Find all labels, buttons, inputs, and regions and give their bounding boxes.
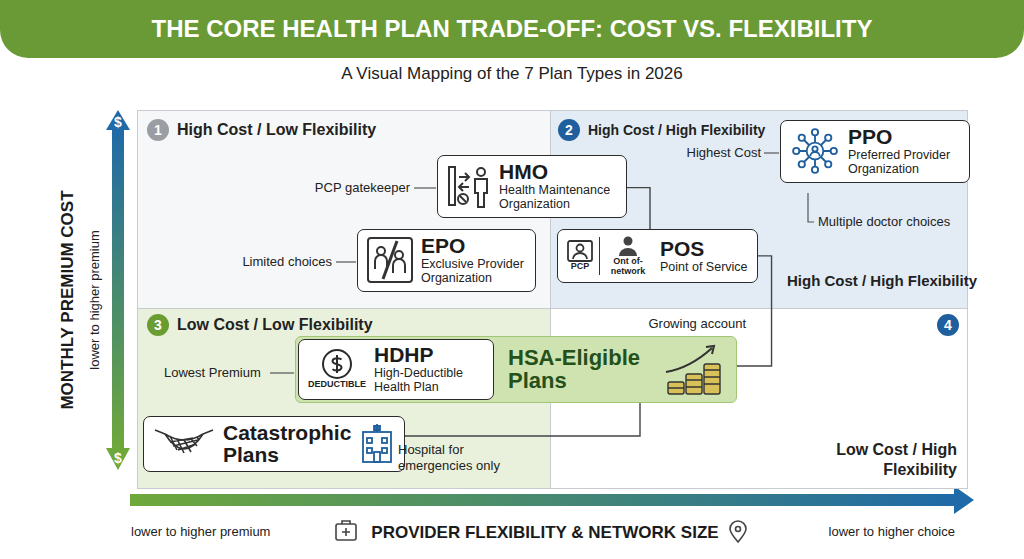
text-group: POSPoint of Service [660,238,748,274]
hammock-icon-holder [153,424,215,464]
connector [405,403,640,436]
axis-subtitle: lower to higher premium [131,524,270,539]
hospital-icon [359,424,395,464]
coins-icon-holder [662,342,726,396]
connector-label: Hospital for emergencies only [398,442,510,473]
hmo-icon-holder [447,163,491,209]
x-arrow-head [954,486,974,514]
quadrant-number: 3 [147,314,169,336]
plan-box: Catastrophic Plans [143,416,405,472]
connector-line [405,403,640,436]
plan-name: POS [660,238,704,260]
plan-name: HMO [499,161,548,183]
dollar-icon-holder [321,348,353,380]
plan-box: PCP Ont of-network POSPoint of Service [557,229,758,283]
network-icon [790,126,840,176]
medical-kit-icon [336,521,356,540]
axis-symbol: $ [114,114,122,130]
hsa-band: DEDUCTIBLE HDHPHigh-Deductible Health Pla… [295,336,737,403]
text-group: DEDUCTIBLE [308,348,366,390]
connector [627,188,650,229]
dollar-icon [321,348,353,380]
band-title: HSA-Eligible Plans [508,346,648,392]
axis-subtitle: lower to higher choice [829,524,955,539]
axis-symbol: $ [114,450,122,466]
text-group: EPOExclusive Provider Organization [421,235,526,286]
plan-box: DEDUCTIBLE HDHPHigh-Deductible Health Pla… [298,339,494,400]
quadrant-number: 2 [558,119,580,141]
leader-line [808,193,814,222]
axis-subtitle: lower to higher premium [87,230,102,369]
network-icon-holder [790,126,840,176]
quadrant-title: High Cost / Low Flexibility [177,121,376,139]
plan-box: EPOExclusive Provider Organization [357,229,536,292]
epo-icon [367,237,413,283]
x-axis-bar [130,494,956,506]
callout-text: Lowest Premium [164,365,261,380]
callout-text: Highest Cost [687,145,761,160]
quadrant-title: Low Cost / High Flexibility [817,440,957,480]
epo-icon-holder [367,237,413,283]
callout-text: Limited choices [242,254,332,269]
title-banner: THE CORE HEALTH PLAN TRADE-OFF: COST VS.… [0,0,1024,58]
icon-caption: PCP [571,262,590,272]
text-group: PCP [567,240,593,272]
icon-caption: Ont of-network [606,257,650,277]
map-pin-icon [730,521,746,542]
person-icon-holder [617,235,639,257]
text-group: HMOHealth Maintenance Organization [499,161,617,212]
plan-full-name: Point of Service [660,260,748,274]
pcp-icon [567,240,593,262]
leader-line [336,261,356,262]
person-icon [617,235,639,257]
plan-name: EPO [421,235,465,257]
pcp-icon-holder [567,240,593,262]
axis-title: PROVIDER FLEXIBILITY & NETWORK SIZE [371,523,718,543]
y-arrow-head [106,448,130,470]
quadrant-number: 4 [937,314,959,336]
plan-full-name: High-Deductible Health Plan [374,366,484,395]
y-axis-bar [112,128,124,450]
plan-box: HMOHealth Maintenance Organization [437,155,627,218]
plan-name: PPO [848,126,892,148]
text-group: Ont of-network [606,235,650,277]
coins-icon [662,342,726,396]
leader-line [764,152,779,153]
icon-caption: DEDUCTIBLE [308,380,366,390]
plan-name: Catastrophic Plans [223,422,351,466]
plan-name: HDHP [374,344,434,366]
plan-full-name: Preferred Provider Organization [848,148,960,177]
plan-full-name: Exclusive Provider Organization [421,257,526,286]
text-group: HDHPHigh-Deductible Health Plan [374,344,484,395]
hmo-icon [447,163,491,209]
callout-text: Multiple doctor choices [818,214,950,229]
subtitle: A Visual Mapping of the 7 Plan Types in … [0,64,1024,84]
callout-text: PCP gatekeeper [315,180,410,195]
leader-line [414,187,436,188]
hammock-icon [153,424,215,464]
connector-line [627,188,650,229]
plan-full-name: Health Maintenance Organization [499,183,617,212]
quadrant-number: 1 [147,119,169,141]
text-group: PPOPreferred Provider Organization [848,126,960,177]
plan-box: PPOPreferred Provider Organization [780,120,970,183]
axis-title: MONTHLY PREMIUM COST [58,190,78,409]
leader-line [270,372,294,373]
text-group: 1 High Cost / Low Flexibility [138,111,550,149]
divider [599,237,600,275]
hospital-icon-holder [359,424,395,464]
child-slot: DEDUCTIBLE HDHPHigh-Deductible Health Pla… [298,339,494,400]
quadrant-title: High Cost / High Flexibility [588,122,765,138]
y-arrow-head [106,110,130,130]
quadrant-note: High Cost / High Flexibility [787,272,977,289]
quadrant-title: Low Cost / Low Flexibility [177,316,373,334]
connector-label: Growing account [648,316,746,331]
